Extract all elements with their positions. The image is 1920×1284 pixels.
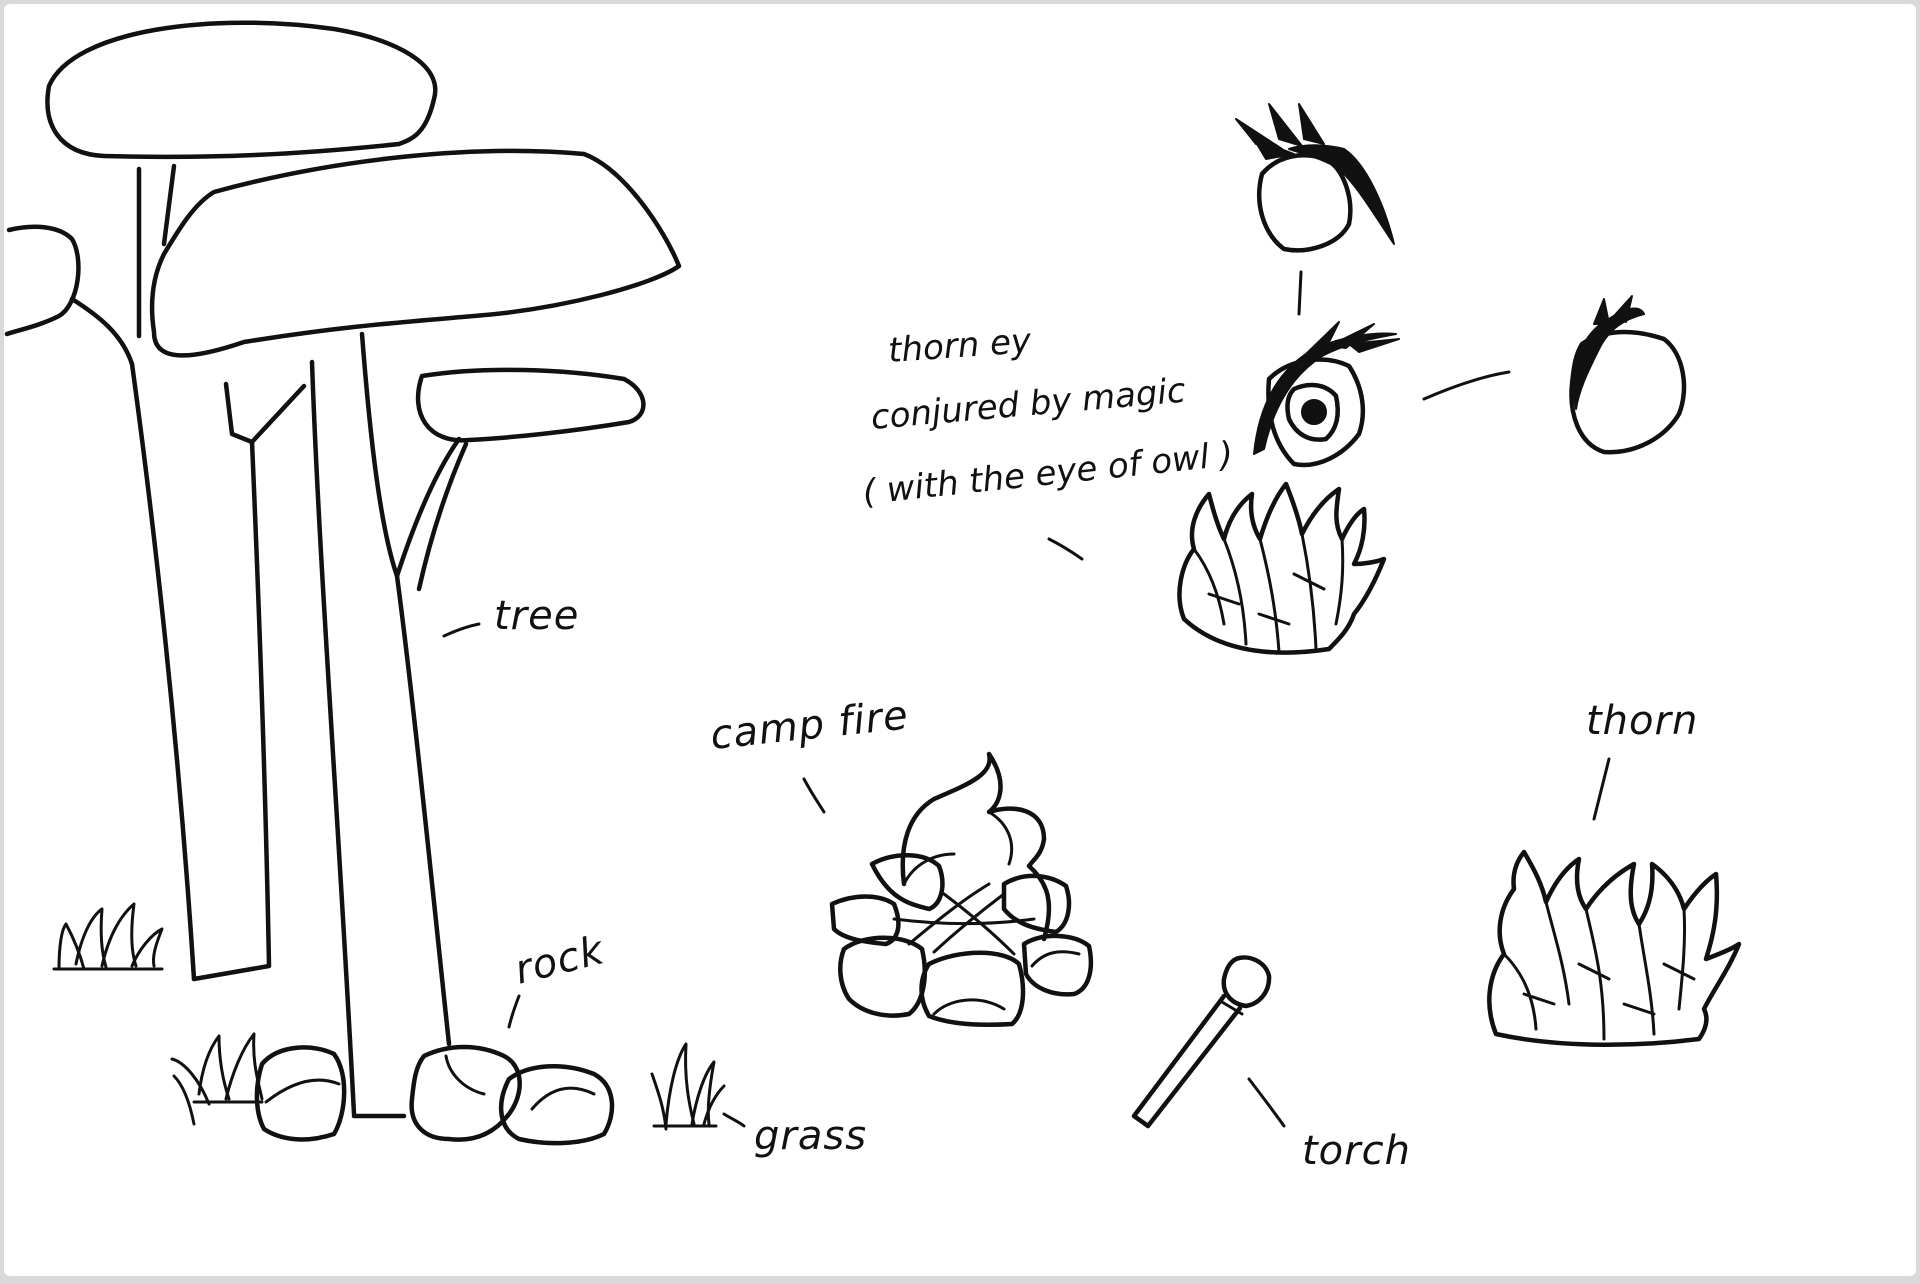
leader-tree bbox=[442, 622, 481, 638]
leader-rock bbox=[507, 994, 521, 1029]
tree-trunk-back-branch bbox=[161, 163, 177, 247]
tree-canopy-left bbox=[4, 224, 81, 337]
leader-thorn-eye bbox=[1047, 537, 1084, 561]
tree-branch-right bbox=[394, 436, 462, 579]
grass-tuft-1 bbox=[52, 902, 164, 971]
rock-1 bbox=[254, 1045, 347, 1142]
tree-trunk-front-left bbox=[309, 359, 357, 1117]
leader-torch bbox=[1247, 1077, 1286, 1128]
tree-trunk-back-left bbox=[129, 361, 197, 982]
tree-canopy-top bbox=[45, 20, 438, 160]
sketch-canvas: tree rock grass camp fire torch thorn th… bbox=[4, 4, 1916, 1276]
tree-canopy-main bbox=[149, 148, 682, 358]
tree-trunk-back-fork bbox=[223, 381, 307, 445]
label-campfire: camp fire bbox=[708, 692, 911, 759]
thorn-eye-top bbox=[1257, 153, 1353, 253]
label-thorn: thorn bbox=[1586, 698, 1698, 744]
tree-drawing bbox=[4, 20, 682, 1119]
grass-tuft-2 bbox=[170, 1032, 264, 1126]
thorn-eye-drawing bbox=[1177, 103, 1687, 655]
concept-sketch: tree rock grass camp fire torch thorn th… bbox=[4, 20, 1742, 1174]
thorn-eye-main bbox=[1266, 357, 1366, 468]
tree-trunk-front-right bbox=[359, 331, 452, 1047]
leader-thorn bbox=[1592, 757, 1611, 821]
label-thorn-eye-line1: thorn ey bbox=[887, 321, 1033, 371]
grass-tuft-3 bbox=[650, 1042, 726, 1131]
label-thorn-eye-line3: ( with the eye of owl ) bbox=[861, 434, 1235, 513]
campfire-flame bbox=[900, 751, 1052, 942]
rock-2 bbox=[409, 1044, 522, 1142]
label-torch: torch bbox=[1302, 1128, 1411, 1174]
leader-campfire bbox=[802, 777, 826, 814]
rock-3 bbox=[498, 1064, 615, 1146]
label-tree: tree bbox=[494, 593, 579, 639]
tree-canopy-right bbox=[415, 367, 646, 443]
label-thorn-eye-line2: conjured by magic bbox=[869, 371, 1187, 438]
label-rock: rock bbox=[510, 927, 609, 994]
tree-trunk-back-right bbox=[191, 439, 272, 982]
torch-drawing bbox=[1131, 955, 1272, 1129]
thorn-drawing bbox=[1487, 849, 1742, 1048]
campfire-drawing bbox=[829, 751, 1094, 1027]
leader-grass bbox=[722, 1112, 746, 1128]
label-grass: grass bbox=[754, 1113, 867, 1159]
tree-branch-right-inner bbox=[416, 441, 469, 592]
tree-branch-left bbox=[69, 296, 135, 367]
